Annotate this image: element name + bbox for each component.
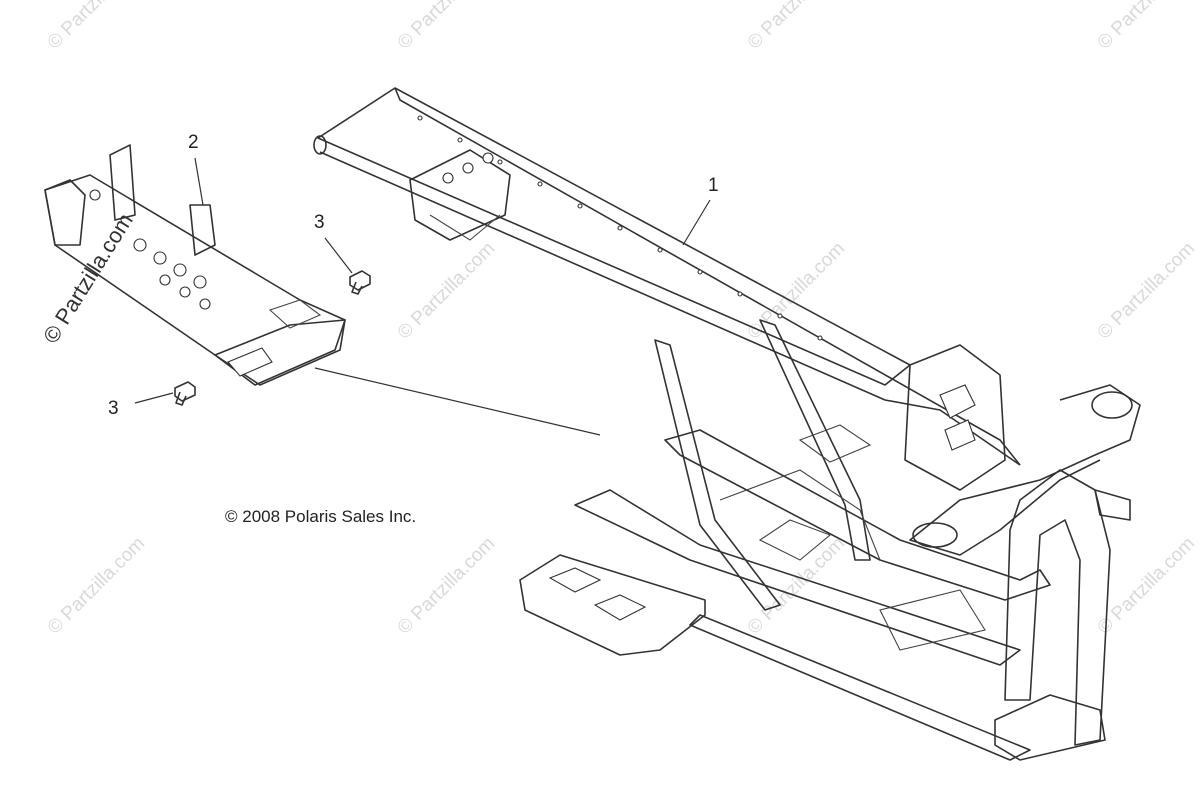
pivot-casting [909,384,1141,556]
bracket-holes [89,189,211,310]
callout-3-lower: 3 [108,398,119,419]
front-bracket-part-2 [44,144,346,386]
callout-2: 2 [188,132,199,153]
watermark: © Partzilla.com [394,238,499,343]
down-tube-right [759,319,871,561]
footrest-cutout [548,567,602,593]
pivot-boss-lower [912,522,958,548]
watermark: © Partzilla.com [744,238,849,343]
rail-crossmember [409,149,511,241]
rail-end-cap [313,135,327,155]
watermark: © Partzilla.com [394,533,499,638]
leader-line-1 [682,199,711,246]
bracket-beam [44,174,346,386]
watermark: © Partzilla.com [744,0,849,54]
bracket-end-box [214,319,346,386]
watermark-prominent: © Partzilla.com [38,209,138,348]
bolt-upper [349,270,371,295]
watermark: © Partzilla.com [744,533,849,638]
mid-crossframe [664,429,1051,601]
watermark-grid: © Partzilla.com © Partzilla.com © Partzi… [44,0,1199,639]
callout-3-upper: 3 [314,212,325,233]
bolt-lower [174,381,196,406]
copyright-notice: © 2008 Polaris Sales Inc. [225,507,416,526]
rear-hoop [1004,469,1111,746]
down-tube-left [654,339,781,611]
bracket-upright-left [44,179,86,246]
lower-skid-rear [689,614,1031,761]
leader-line-3-lower [134,392,174,404]
rail-holes [417,115,823,341]
callout-1: 1 [708,175,719,196]
rear-stub [1094,489,1131,521]
upper-rail-right [319,151,1021,466]
leader-line-2 [194,157,204,206]
rear-upright-plate [904,344,1006,491]
watermark: © Partzilla.com [44,0,149,54]
leader-line-assembly [314,367,601,436]
main-frame-part-1 [313,87,1141,761]
bracket-upright-right [189,204,216,256]
lower-skid-front [574,489,1021,666]
watermark: © Partzilla.com [394,0,499,54]
floor-footrest [519,554,706,656]
pivot-boss [1091,391,1133,419]
leader-line-3-upper [324,237,353,274]
watermark: © Partzilla.com [1094,238,1199,343]
bracket-upright-mid [109,144,136,221]
watermark: © Partzilla.com [1094,0,1199,54]
footrest-cutout [593,594,647,621]
watermark: © Partzilla.com [44,533,149,638]
rear-hoop-foot [994,694,1106,761]
